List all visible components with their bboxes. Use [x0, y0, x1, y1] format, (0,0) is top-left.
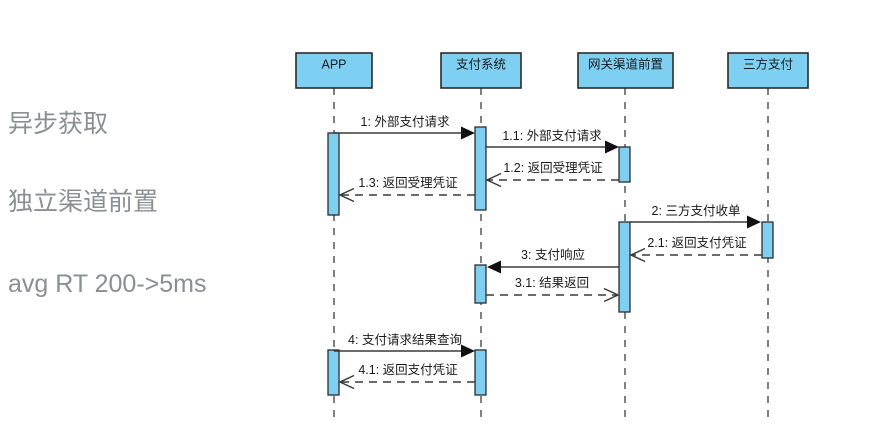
annotation-notes: 异步获取 独立渠道前置 avg RT 200->5ms	[0, 0, 290, 442]
message-4: 4: 支付请求结果查询	[334, 333, 475, 358]
lifeline-head-label: APP	[321, 57, 346, 71]
message-1.1: 1.1: 外部支付请求	[486, 128, 619, 154]
message-label: 2: 三方支付收单	[652, 203, 741, 218]
activation-bar-app	[327, 349, 340, 396]
message-3.1: 3.1: 结果返回	[486, 276, 620, 303]
message-4.1: 4.1: 返回支付凭证	[338, 362, 475, 390]
lifeline-head-box[interactable]	[577, 52, 674, 89]
lifeline-head-label: 网关渠道前置	[588, 56, 663, 71]
arrowhead-filled	[487, 260, 501, 274]
lifeline-head-gateway[interactable]: 网关渠道前置	[577, 52, 674, 89]
note-item: 异步获取	[8, 110, 109, 138]
arrowhead-filled	[747, 215, 761, 229]
note-item: avg RT 200->5ms	[8, 270, 207, 298]
arrowhead-filled	[605, 140, 619, 154]
lifeline-head-box[interactable]	[295, 52, 373, 89]
activation-bar-gateway	[618, 146, 631, 183]
message-label: 4.1: 返回支付凭证	[358, 362, 458, 377]
activation-bars-layer	[327, 126, 774, 396]
arrowhead-filled	[461, 126, 475, 140]
message-2.1: 2.1: 返回支付凭证	[629, 235, 762, 263]
lifeline-head-box[interactable]	[440, 52, 522, 89]
activation-bar-pay	[474, 126, 487, 211]
message-label: 4: 支付请求结果查询	[348, 333, 462, 347]
lifeline-head-app[interactable]: APP	[295, 52, 373, 89]
arrowhead-open	[485, 172, 502, 188]
lifeline-head-pay[interactable]: 支付系统	[440, 52, 522, 89]
lifeline-heads-layer: APP 支付系统 网关渠道前置 三方支付	[295, 52, 809, 89]
activation-bar-app	[327, 132, 340, 216]
activation-bar-pay	[474, 349, 487, 396]
message-label: 1.2: 返回受理凭证	[503, 160, 603, 175]
activation-bar-gateway	[618, 221, 631, 313]
lifeline-head-label: 三方支付	[743, 56, 793, 71]
arrowhead-filled	[461, 344, 475, 358]
lifeline-head-label: 支付系统	[456, 57, 506, 71]
message-label: 1.1: 外部支付请求	[502, 128, 602, 143]
message-1.2: 1.2: 返回受理凭证	[485, 160, 619, 188]
message-label: 3: 支付响应	[521, 247, 585, 262]
message-label: 2.1: 返回支付凭证	[647, 235, 747, 250]
note-item: 独立渠道前置	[8, 188, 159, 216]
message-1.3: 1.3: 返回受理凭证	[338, 175, 475, 203]
message-3: 3: 支付响应	[487, 247, 619, 274]
lifeline-head-third[interactable]: 三方支付	[727, 52, 809, 89]
message-1: 1: 外部支付请求	[334, 114, 475, 140]
activation-bar-pay	[474, 264, 487, 304]
lifeline-head-box[interactable]	[727, 52, 809, 89]
messages-layer: 1: 外部支付请求 1.1: 外部支付请求 1.2: 返回受理凭证 1.3: 返回受理…	[334, 114, 762, 390]
activation-bar-third	[761, 221, 774, 259]
arrowhead-open	[603, 287, 620, 303]
arrowhead-open	[629, 247, 646, 263]
message-2: 2: 三方支付收单	[630, 203, 761, 229]
arrowhead-open	[338, 187, 355, 203]
arrowhead-open	[338, 374, 355, 390]
message-label: 1.3: 返回受理凭证	[358, 175, 458, 190]
message-label: 1: 外部支付请求	[361, 114, 450, 129]
message-label: 3.1: 结果返回	[515, 276, 589, 290]
